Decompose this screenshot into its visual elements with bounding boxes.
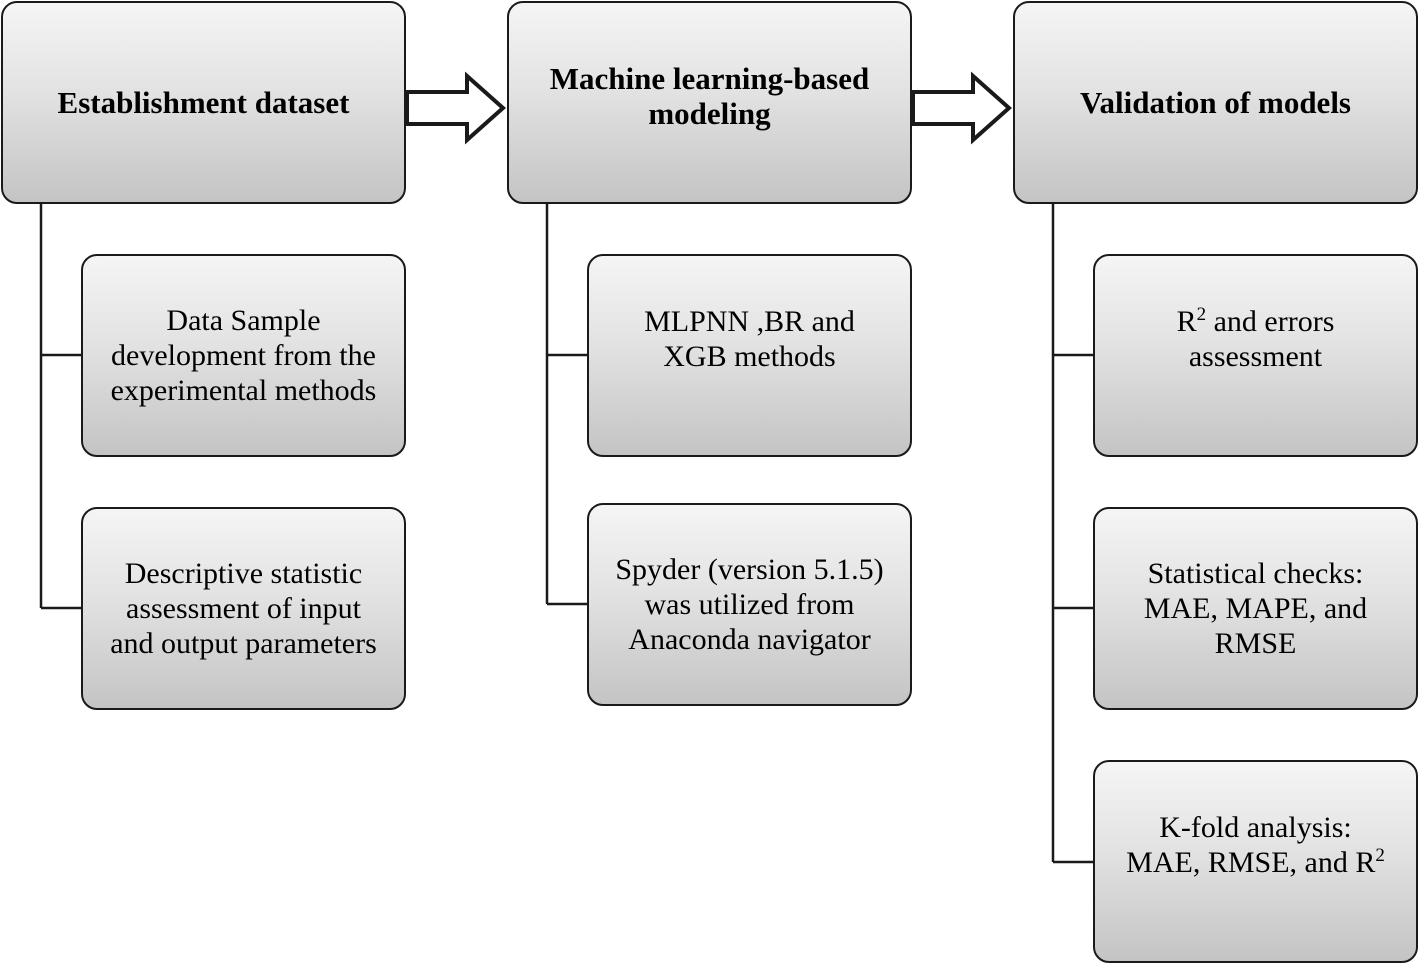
column-2-item-1-text: MLPNN ,BR and XGB methods (644, 304, 855, 373)
methods-box: MLPNN ,BR and XGB methods (587, 254, 912, 457)
column-2-item-2-text: Spyder (version 5.1.5) was utilized from… (615, 553, 884, 656)
column-2-connector (545, 203, 588, 606)
r2-errors-box: R2 and errors assessment (1093, 254, 1418, 457)
column-1-item-1-text: Data Sample development from the experim… (110, 304, 377, 407)
spyder-box: Spyder (version 5.1.5) was utilized from… (587, 503, 912, 706)
establishment-dataset-box: Establishment dataset (1, 1, 406, 204)
column-1-title: Establishment dataset (57, 85, 350, 120)
k-fold-label: K-fold analysis: MAE, RMSE, and R (1126, 810, 1376, 879)
column-1-item-2-text: Descriptive statistic assessment of inpu… (110, 557, 377, 660)
data-sample-box: Data Sample development from the experim… (81, 254, 406, 457)
r2-label-rest: and errors assessment (1188, 304, 1335, 373)
superscript-2: 2 (1375, 844, 1385, 866)
r2-label: R (1176, 304, 1197, 338)
column-3-item-3-text: K-fold analysis: MAE, RMSE, and R2 (1126, 810, 1385, 880)
column-1-connector (39, 203, 82, 610)
descriptive-statistic-box: Descriptive statistic assessment of inpu… (81, 507, 406, 710)
superscript-2: 2 (1196, 303, 1207, 325)
column-3-item-2-text: Statistical checks: MAE, MAPE, and RMSE (1143, 557, 1368, 660)
column-2-title: Machine learning-based modeling (549, 60, 870, 131)
column-3-title: Validation of models (1079, 85, 1351, 120)
arrow-right-icon (405, 71, 507, 145)
machine-learning-modeling-box: Machine learning-based modeling (507, 1, 912, 204)
column-3-connector (1051, 203, 1094, 864)
k-fold-analysis-box: K-fold analysis: MAE, RMSE, and R2 (1093, 760, 1418, 963)
column-3-item-1-text: R2 and errors assessment (1177, 304, 1335, 374)
arrow-right-icon (911, 71, 1013, 145)
validation-of-models-box: Validation of models (1013, 1, 1418, 204)
statistical-checks-box: Statistical checks: MAE, MAPE, and RMSE (1093, 507, 1418, 710)
